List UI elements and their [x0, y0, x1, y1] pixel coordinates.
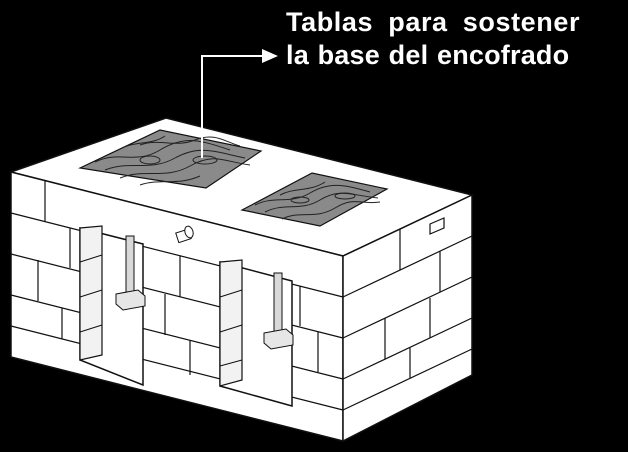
arrow-right-icon — [262, 49, 278, 63]
brick-courses-right — [342, 229, 473, 411]
post-base-left — [115, 289, 146, 311]
callout-leader — [201, 49, 278, 158]
support-post-right — [273, 272, 283, 334]
formwork-board-right — [240, 172, 389, 227]
right-opening — [219, 259, 294, 407]
callout-label: Tablas para sostener la base del encofra… — [286, 6, 622, 72]
left-opening — [79, 225, 146, 387]
post-base-right — [263, 328, 294, 350]
vent-slot — [429, 217, 445, 235]
formwork-board-left — [77, 129, 263, 189]
callout-line-2: la base del encofrado — [286, 40, 570, 70]
support-post-left — [125, 235, 135, 295]
callout-line-1: Tablas para sostener — [286, 7, 581, 37]
pipe-fitting-icon — [175, 225, 194, 244]
